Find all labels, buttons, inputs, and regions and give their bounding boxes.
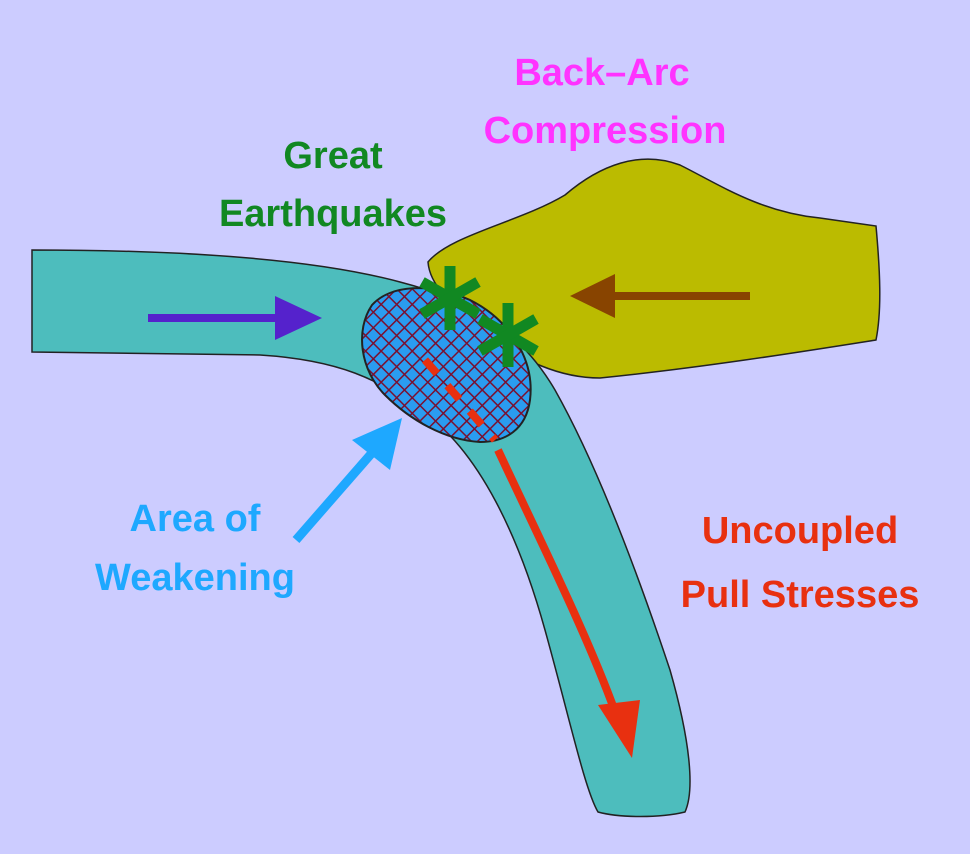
pull-label-line2: Pull Stresses [681, 574, 920, 616]
back-arc-label-line1: Back–Arc [514, 52, 689, 94]
pull-stress-dashed-line [421, 357, 499, 443]
plate-motion-arrowhead [275, 296, 322, 340]
pull-stress-arrowhead [598, 700, 640, 758]
earthquake-star-icon [477, 303, 539, 367]
weakening-arrow [292, 443, 382, 543]
weakening-label-line1: Area of [130, 498, 261, 540]
weakening-label-line2: Weakening [95, 557, 295, 599]
earthquakes-label-line2: Earthquakes [219, 193, 447, 235]
compression-arrowhead [570, 274, 615, 318]
back-arc-label-line2: Compression [484, 110, 727, 152]
pull-stress-arrow [494, 448, 622, 722]
pull-label-line1: Uncoupled [702, 510, 898, 552]
weakening-arrowhead [352, 418, 402, 470]
earthquake-star-icon [419, 266, 481, 330]
earthquakes-label-line1: Great [283, 135, 383, 177]
